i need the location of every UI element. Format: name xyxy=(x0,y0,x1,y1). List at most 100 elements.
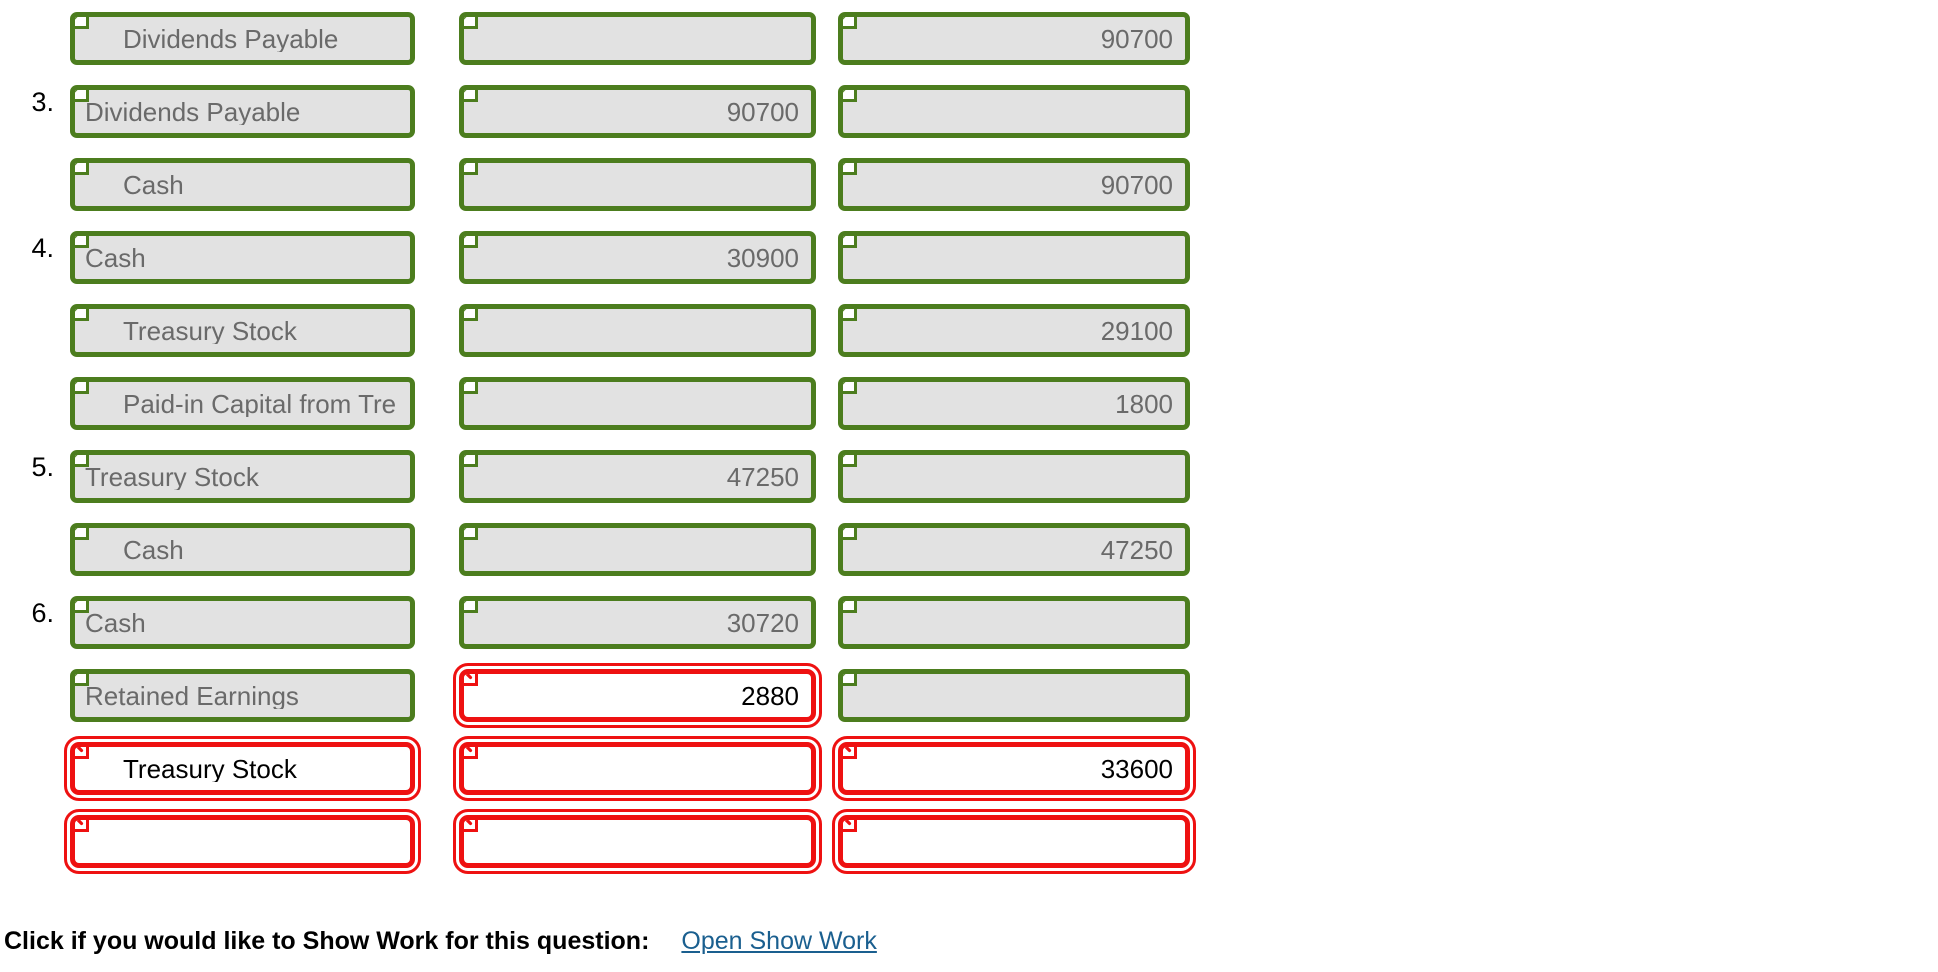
debit-field[interactable] xyxy=(459,523,816,576)
journal-row: Cash 47250 xyxy=(0,511,1938,584)
credit-field[interactable]: 47250 xyxy=(838,523,1190,576)
account-field[interactable]: Cash xyxy=(70,231,415,284)
debit-field[interactable] xyxy=(459,12,816,65)
account-field-cell: Dividends Payable xyxy=(70,85,415,138)
credit-field[interactable] xyxy=(838,231,1190,284)
debit-field-cell: 90700 xyxy=(459,85,816,138)
journal-row: Treasury Stock 33600 xyxy=(0,730,1938,803)
cross-icon xyxy=(464,674,478,686)
credit-field[interactable] xyxy=(838,450,1190,503)
debit-field[interactable]: 2880 xyxy=(453,663,822,728)
check-icon xyxy=(75,17,89,29)
credit-field[interactable] xyxy=(838,85,1190,138)
credit-field[interactable]: 1800 xyxy=(838,377,1190,430)
credit-field[interactable]: 33600 xyxy=(832,736,1196,801)
account-field[interactable]: Treasury Stock xyxy=(64,736,421,801)
account-field[interactable]: Cash xyxy=(70,596,415,649)
account-field[interactable]: Treasury Stock xyxy=(70,304,415,357)
debit-field[interactable]: 30720 xyxy=(459,596,816,649)
credit-field-cell: 90700 xyxy=(838,158,1190,211)
check-icon xyxy=(75,455,89,467)
account-field-cell xyxy=(64,809,421,874)
account-field-cell: Dividends Payable xyxy=(70,12,415,65)
journal-row: Paid-in Capital from Tre 1800 xyxy=(0,365,1938,438)
account-field[interactable]: Paid-in Capital from Tre xyxy=(70,377,415,430)
credit-field[interactable] xyxy=(832,809,1196,874)
journal-row: Retained Earnings 2880 xyxy=(0,657,1938,730)
account-field-cell: Treasury Stock xyxy=(64,736,421,801)
check-icon xyxy=(843,309,857,321)
credit-field[interactable]: 90700 xyxy=(838,158,1190,211)
account-field[interactable]: Retained Earnings xyxy=(70,669,415,722)
account-field[interactable] xyxy=(64,809,421,874)
credit-field[interactable]: 29100 xyxy=(838,304,1190,357)
cross-icon xyxy=(75,747,89,759)
journal-row: 3. Dividends Payable 90700 xyxy=(0,73,1938,146)
check-icon xyxy=(464,601,478,613)
check-icon xyxy=(464,309,478,321)
credit-field[interactable]: 90700 xyxy=(838,12,1190,65)
debit-field-cell xyxy=(453,809,822,874)
credit-field[interactable] xyxy=(838,669,1190,722)
journal-row: Treasury Stock 29100 xyxy=(0,292,1938,365)
debit-field[interactable]: 30900 xyxy=(459,231,816,284)
account-field-value: Dividends Payable xyxy=(85,98,301,125)
account-field[interactable]: Cash xyxy=(70,523,415,576)
row-number-label: 3. xyxy=(31,87,54,117)
credit-field-value: 90700 xyxy=(1100,171,1173,198)
debit-field[interactable]: 47250 xyxy=(459,450,816,503)
credit-field-value: 1800 xyxy=(1115,390,1173,417)
debit-field[interactable]: 90700 xyxy=(459,85,816,138)
row-number-label: 6. xyxy=(31,598,54,628)
account-field[interactable]: Treasury Stock xyxy=(70,450,415,503)
check-icon xyxy=(843,382,857,394)
check-icon xyxy=(464,455,478,467)
account-field-cell: Paid-in Capital from Tre xyxy=(70,377,415,430)
debit-field-value: 90700 xyxy=(726,98,799,125)
debit-field[interactable] xyxy=(459,304,816,357)
debit-field-cell xyxy=(459,523,816,576)
account-field-value: Treasury Stock xyxy=(85,463,259,490)
open-show-work-link[interactable]: Open Show Work xyxy=(681,927,877,955)
check-icon xyxy=(464,382,478,394)
cross-icon xyxy=(75,820,89,832)
debit-field-value: 30900 xyxy=(726,244,799,271)
credit-field-cell: 90700 xyxy=(838,12,1190,65)
show-work-footer: Click if you would like to Show Work for… xyxy=(0,927,1938,956)
show-work-prompt: Click if you would like to Show Work for… xyxy=(4,927,650,955)
check-icon xyxy=(75,674,89,686)
debit-field[interactable] xyxy=(453,736,822,801)
account-field-cell: Treasury Stock xyxy=(70,304,415,357)
check-icon xyxy=(843,17,857,29)
debit-field-cell: 47250 xyxy=(459,450,816,503)
credit-field-value: 29100 xyxy=(1100,317,1173,344)
account-field[interactable]: Dividends Payable xyxy=(70,85,415,138)
credit-field-cell xyxy=(832,809,1196,874)
check-icon xyxy=(75,528,89,540)
account-field-cell: Treasury Stock xyxy=(70,450,415,503)
credit-field[interactable] xyxy=(838,596,1190,649)
account-field-cell: Cash xyxy=(70,523,415,576)
debit-field-cell xyxy=(459,12,816,65)
debit-field[interactable] xyxy=(459,158,816,211)
account-field-cell: Cash xyxy=(70,596,415,649)
credit-field-value: 33600 xyxy=(1100,755,1173,782)
journal-row xyxy=(0,803,1938,876)
debit-field[interactable] xyxy=(453,809,822,874)
check-icon xyxy=(75,90,89,102)
credit-field-cell: 33600 xyxy=(832,736,1196,801)
credit-field-cell xyxy=(838,450,1190,503)
credit-field-cell xyxy=(838,669,1190,722)
account-field[interactable]: Cash xyxy=(70,158,415,211)
credit-field-cell xyxy=(838,596,1190,649)
check-icon xyxy=(75,382,89,394)
account-field-value: Cash xyxy=(85,609,146,636)
debit-field-cell xyxy=(459,158,816,211)
check-icon xyxy=(464,163,478,175)
account-field[interactable]: Dividends Payable xyxy=(70,12,415,65)
debit-field-cell xyxy=(453,736,822,801)
debit-field[interactable] xyxy=(459,377,816,430)
cross-icon xyxy=(464,820,478,832)
